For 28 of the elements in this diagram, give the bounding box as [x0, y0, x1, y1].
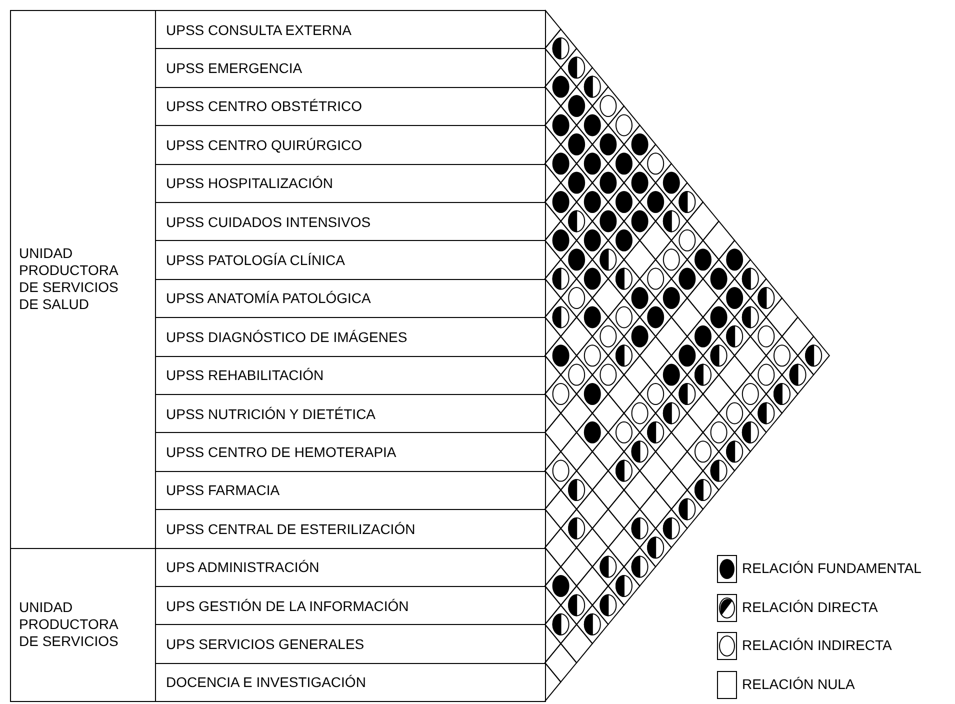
row-label: DOCENCIA E INVESTIGACIÓN [165, 674, 366, 690]
row-label: UPSS CENTRO OBSTÉTRICO [165, 98, 362, 114]
row-label: UPSS CONSULTA EXTERNA [165, 22, 352, 38]
row-label: UPSS CENTRAL DE ESTERILIZACIÓN [165, 520, 416, 537]
row-label: UPSS ANATOMÍA PATOLÓGICA [165, 290, 371, 306]
row-label: UPS ADMINISTRACIÓN [165, 559, 320, 576]
row-label: UPSS NUTRICIÓN Y DIETÉTICA [165, 406, 376, 422]
legend-label: RELACIÓN FUNDAMENTAL [742, 560, 922, 576]
row-label: UPS GESTIÓN DE LA INFORMACIÓN [165, 598, 409, 614]
group-cell [10, 548, 156, 702]
legend-label: RELACIÓN INDIRECTA [742, 637, 892, 653]
row-label: UPSS CENTRO DE HEMOTERAPIA [165, 444, 396, 460]
legend-label: RELACIÓN DIRECTA [742, 598, 878, 614]
row-label: UPSS CENTRO QUIRÚRGICO [165, 136, 362, 153]
table-row-cell [155, 10, 546, 50]
row-label: UPSS FARMACIA [165, 482, 280, 498]
row-label: UPS SERVICIOS GENERALES [165, 636, 364, 652]
row-label: UPSS EMERGENCIA [165, 60, 302, 76]
group-cell [10, 10, 156, 549]
group-label: UNIDAD PRODUCTORA DE SERVICIOS DE SALUD [18, 245, 119, 314]
row-label: UPSS REHABILITACIÓN [165, 367, 324, 384]
row-label: UPSS PATOLOGÍA CLÍNICA [165, 252, 345, 268]
row-label: UPSS HOSPITALIZACIÓN [165, 175, 333, 192]
row-label: UPSS CUIDADOS INTENSIVOS [165, 214, 371, 230]
table-row-cell [155, 662, 546, 702]
row-label: UPSS DIAGNÓSTICO DE IMÁGENES [165, 328, 408, 345]
legend-label: RELACIÓN NULA [742, 676, 855, 692]
group-label: UNIDAD PRODUCTORA DE SERVICIOS [18, 599, 119, 650]
